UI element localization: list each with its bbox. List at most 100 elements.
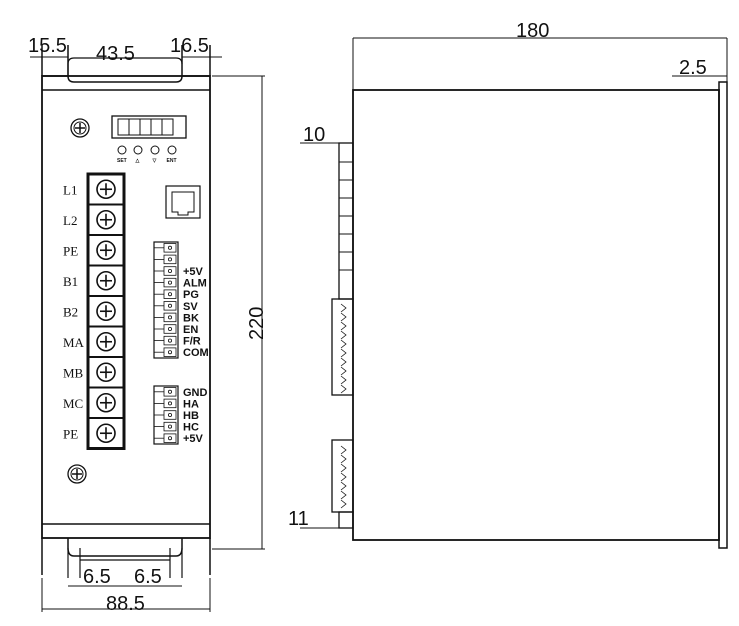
signal-label: +5V xyxy=(183,266,204,278)
connector-pin xyxy=(163,243,177,253)
power-terminal-label: PE xyxy=(63,426,78,441)
connector-pin xyxy=(163,277,177,288)
bottom-slots xyxy=(67,548,183,578)
connector-rib xyxy=(340,472,347,482)
dim-depth: 180 xyxy=(516,20,549,42)
dim-bottom-offset: 11 xyxy=(288,508,309,530)
connector-rib xyxy=(340,357,347,367)
connector-rib xyxy=(340,312,347,322)
side-connectors xyxy=(331,142,354,529)
terminal-screw-icon xyxy=(96,270,116,291)
dim-left-offset: 15.5 xyxy=(28,35,67,57)
connector-pin xyxy=(163,324,177,334)
dim-bottom-right: 6.5 xyxy=(134,566,162,588)
connector-pin xyxy=(163,387,177,397)
connector-rib xyxy=(340,384,347,394)
terminal-screw-icon xyxy=(96,423,116,444)
power-terminal-frame xyxy=(86,172,126,450)
power-terminal-label: MA xyxy=(63,335,85,350)
side-mounting-plate xyxy=(718,81,728,549)
signal-label: +5V xyxy=(183,433,204,445)
connector-pin xyxy=(163,398,177,409)
signal-label: ALM xyxy=(183,278,207,290)
power-terminal-label: PE xyxy=(63,243,78,258)
button-label-ent: ENT xyxy=(167,158,177,164)
connector-rib xyxy=(340,463,347,473)
terminal-screw-icon xyxy=(96,179,116,200)
connector-ribs xyxy=(340,303,347,509)
connector-rib xyxy=(340,330,347,340)
connector-pin xyxy=(163,410,177,420)
dim-width: 88.5 xyxy=(106,593,145,615)
led-display xyxy=(111,115,187,139)
top-screw-icon xyxy=(70,118,90,138)
terminal-screw-icon xyxy=(96,392,116,413)
button-label-down: ▽ xyxy=(152,158,157,164)
connector-rib xyxy=(340,321,347,331)
terminal-screw-icon xyxy=(96,362,116,383)
driver-front-panel xyxy=(41,75,211,539)
connector-rib xyxy=(340,303,347,313)
terminal-screw-icon xyxy=(96,240,116,261)
rj45-port-icon xyxy=(165,185,201,219)
top-slot-right xyxy=(175,57,183,65)
connector-pin xyxy=(163,289,177,299)
connector-housing xyxy=(153,241,179,359)
connector-pin xyxy=(163,433,177,443)
keypad-buttons: SET △ ▽ ENT xyxy=(117,145,177,164)
driver-side-body xyxy=(352,89,720,541)
connector-pin xyxy=(163,421,177,432)
power-terminal-label: MB xyxy=(63,365,84,380)
connector-rib xyxy=(340,339,347,349)
signal-label: F/R xyxy=(183,336,201,348)
top-mounting-flange xyxy=(41,45,211,83)
connector-rib xyxy=(340,375,347,385)
dim-height: 220 xyxy=(246,307,268,340)
bottom-screw-icon xyxy=(67,464,87,484)
connector-pin xyxy=(163,312,177,323)
signal-label: HC xyxy=(183,422,199,434)
dim-top-offset: 10 xyxy=(303,124,325,146)
side-view: 180 2.5 10 11 xyxy=(288,20,728,549)
terminal-screw-icon xyxy=(96,301,116,322)
front-dimension-lines xyxy=(30,56,265,612)
power-terminal-label: MC xyxy=(63,396,83,411)
signal-label: HB xyxy=(183,410,199,422)
signal-label: BK xyxy=(183,312,199,324)
bottom-mounting-flange xyxy=(41,538,211,575)
connector-rib xyxy=(340,454,347,464)
signal-label: HA xyxy=(183,398,199,410)
signal-label: EN xyxy=(183,324,198,336)
signal-label: SV xyxy=(183,301,198,313)
signal-label: GND xyxy=(183,387,208,399)
button-label-set: SET xyxy=(117,158,127,164)
terminal-screw-icon xyxy=(96,331,116,352)
top-slot-left xyxy=(67,57,75,76)
dim-slot-span: 43.5 xyxy=(96,43,135,65)
dim-bottom-left: 6.5 xyxy=(83,566,111,588)
power-terminal-label: B2 xyxy=(63,304,78,319)
connector-rib xyxy=(340,348,347,358)
connector-pin xyxy=(163,301,177,311)
connector-rib xyxy=(340,499,347,509)
power-terminal-label: L1 xyxy=(63,182,77,197)
dim-right-offset: 16.5 xyxy=(170,35,209,57)
connector-rib xyxy=(340,481,347,491)
connector-rib xyxy=(340,366,347,376)
connector-rib xyxy=(340,490,347,500)
dim-flange: 2.5 xyxy=(679,57,707,79)
button-label-up: △ xyxy=(135,158,140,164)
connector-pin xyxy=(163,254,177,265)
connector-pin xyxy=(163,335,177,346)
connector-rib xyxy=(340,445,347,455)
connector-pin xyxy=(163,266,177,276)
power-terminal-label: B1 xyxy=(63,274,78,289)
terminal-screw-icon xyxy=(96,209,116,230)
connector-pin xyxy=(163,347,177,357)
